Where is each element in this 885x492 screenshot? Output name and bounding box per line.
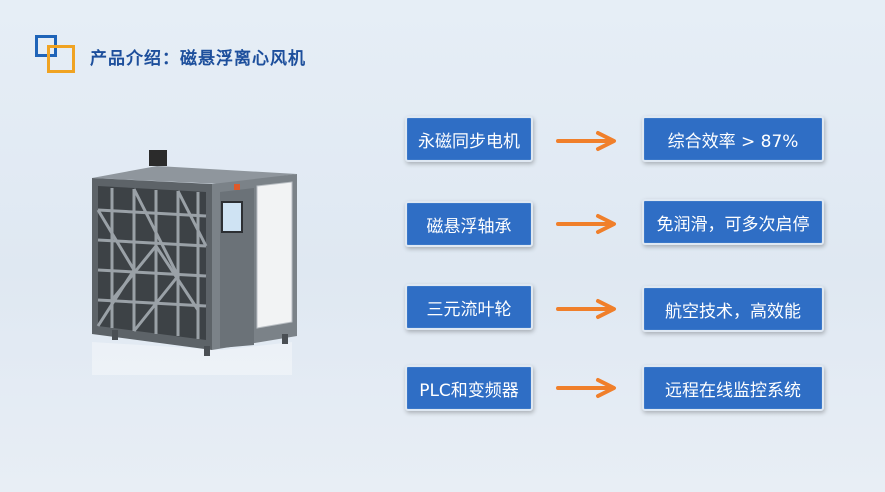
- benefit-box-2: 免润滑，可多次启停: [642, 199, 824, 245]
- benefit-box-1: 综合效率 > 87%: [642, 116, 824, 162]
- feature-box-3: 三元流叶轮: [405, 284, 533, 330]
- arrow-right-icon: [556, 299, 616, 319]
- feature-box-1: 永磁同步电机: [405, 116, 533, 162]
- feature-box-4: PLC和变频器: [405, 365, 533, 411]
- arrow-right-icon: [556, 214, 616, 234]
- page-title: 产品介绍：磁悬浮离心风机: [90, 49, 306, 69]
- blower-machine-image: [92, 150, 297, 375]
- feature-box-2: 磁悬浮轴承: [405, 201, 533, 247]
- logo: [35, 35, 79, 73]
- logo-orange-square: [47, 45, 75, 73]
- benefit-box-3: 航空技术，高效能: [642, 286, 824, 332]
- arrow-right-icon: [556, 378, 616, 398]
- arrow-right-icon: [556, 131, 616, 151]
- benefit-box-4: 远程在线监控系统: [642, 365, 824, 411]
